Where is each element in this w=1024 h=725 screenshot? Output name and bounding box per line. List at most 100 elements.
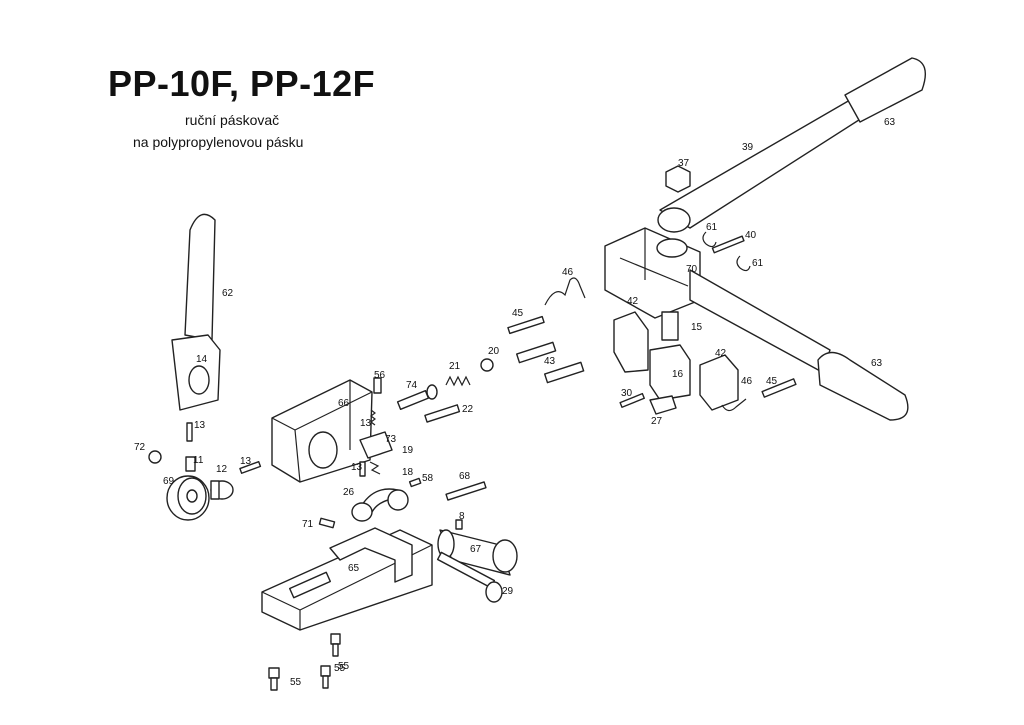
label-39: 39 (742, 142, 754, 153)
label-16: 16 (672, 369, 684, 380)
part-26-lever (351, 488, 409, 522)
label-58: 58 (422, 473, 434, 484)
label-69: 69 (163, 476, 175, 487)
part-55-screw-3 (320, 665, 331, 689)
label-63-a: 63 (884, 117, 896, 128)
part-55-screw-2 (268, 667, 280, 691)
label-13-d: 13 (351, 462, 363, 473)
label-61-a: 61 (706, 222, 718, 233)
label-72: 72 (134, 442, 146, 453)
part-61-clip-b (736, 255, 751, 272)
label-43: 43 (544, 356, 556, 367)
part-lower-arm (689, 269, 831, 373)
part-56-pin (373, 377, 382, 394)
part-45-pin-left (507, 315, 545, 335)
part-71-pin (318, 517, 336, 529)
part-63-lower-grip (817, 351, 909, 421)
part-55-screw-1 (330, 633, 341, 657)
part-63-upper-grip (844, 57, 926, 123)
part-13-spring (370, 409, 376, 426)
part-46-spring-left (544, 277, 586, 306)
label-70: 70 (686, 264, 698, 275)
label-15: 15 (691, 322, 703, 333)
part-69-gear-wheel (166, 475, 210, 521)
label-8: 8 (459, 511, 465, 522)
label-13-c: 13 (360, 418, 372, 429)
label-42-b: 42 (715, 348, 727, 359)
part-66-body (271, 379, 373, 483)
label-26: 26 (343, 487, 355, 498)
part-74-bolt (396, 384, 438, 411)
part-13-pin-left (186, 422, 193, 442)
subtitle-line-2: na polypropylenovou pásku (133, 134, 304, 150)
label-74: 74 (406, 380, 418, 391)
label-40: 40 (745, 230, 757, 241)
part-65-base-plate (261, 527, 433, 631)
part-72-ring (148, 450, 162, 464)
label-37: 37 (678, 158, 690, 169)
label-73: 73 (385, 434, 397, 445)
page-title: PP-10F, PP-12F (108, 63, 376, 104)
part-68-pin (445, 481, 487, 501)
part-15-block (661, 311, 679, 341)
part-16-block (649, 344, 691, 401)
label-46-b: 46 (741, 376, 753, 387)
label-61-b: 61 (752, 258, 764, 269)
label-13-b: 13 (240, 456, 252, 467)
label-55-c: 55 (334, 663, 346, 674)
label-11: 11 (193, 455, 204, 466)
label-20: 20 (488, 346, 500, 357)
label-63-b: 63 (871, 358, 883, 369)
part-42-jaw-right (699, 354, 739, 411)
part-20-nut (480, 358, 494, 372)
part-18-spring (369, 461, 381, 475)
part-62-handle (171, 213, 221, 411)
label-66: 66 (338, 398, 350, 409)
label-45-b: 45 (766, 376, 778, 387)
label-55-b: 55 (290, 677, 302, 688)
label-19: 19 (402, 445, 414, 456)
label-46-a: 46 (562, 267, 574, 278)
part-11-set-screw (185, 456, 196, 472)
part-70-frame (604, 227, 701, 319)
label-56: 56 (374, 370, 386, 381)
part-37-nut (665, 165, 691, 193)
part-46-spring-right (721, 398, 747, 412)
part-8-pin (455, 519, 463, 530)
part-42-jaw-left (613, 311, 649, 373)
label-62: 62 (222, 288, 234, 299)
label-45-a: 45 (512, 308, 524, 319)
label-71: 71 (302, 519, 314, 530)
subtitle-line-1: ruční páskovač (185, 112, 280, 128)
part-27-pawl (649, 395, 677, 415)
part-73-pawl (359, 431, 393, 459)
part-61-clip-a (702, 231, 717, 248)
part-30-pin (619, 392, 645, 408)
label-55-a: 55 (338, 661, 350, 672)
label-14: 14 (196, 354, 208, 365)
label-12: 12 (216, 464, 228, 475)
part-21-spring (445, 375, 471, 387)
label-13-a: 13 (194, 420, 206, 431)
part-13-pin-small (239, 461, 262, 474)
label-27: 27 (651, 416, 663, 427)
label-21: 21 (449, 361, 461, 372)
part-29-shaft (436, 551, 503, 603)
label-42-a: 42 (627, 296, 639, 307)
part-43-pin-b (543, 361, 585, 384)
label-18: 18 (402, 467, 414, 478)
label-67: 67 (470, 544, 482, 555)
part-58-pin (408, 477, 422, 488)
label-29: 29 (502, 586, 514, 597)
part-43-pin-a (515, 341, 557, 364)
part-67-cylinder (437, 529, 518, 576)
part-13-pin-body (359, 461, 366, 477)
part-22-pin (424, 404, 461, 423)
part-40-pin (711, 235, 745, 254)
part-45-pin-right (761, 378, 797, 398)
part-12-bushing (210, 480, 234, 500)
part-labels: 62 14 13 72 11 12 13 69 66 56 13 73 19 1… (134, 117, 896, 688)
label-68: 68 (459, 471, 471, 482)
label-22: 22 (462, 404, 474, 415)
